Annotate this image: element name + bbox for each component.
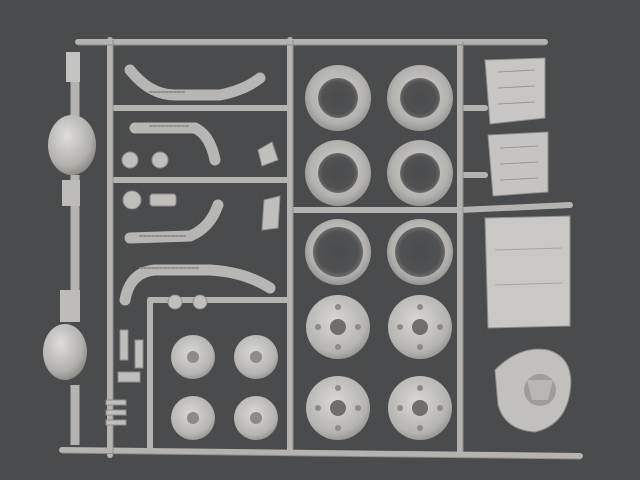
small-parts [105, 141, 281, 426]
brake-drums [171, 335, 278, 440]
chassis-part [494, 348, 572, 433]
tires [305, 65, 453, 285]
wheels [306, 295, 452, 440]
body-panels [484, 57, 571, 329]
rear-axle [43, 52, 96, 445]
sprue-frame [59, 37, 583, 459]
exhaust-pipes [119, 64, 276, 306]
